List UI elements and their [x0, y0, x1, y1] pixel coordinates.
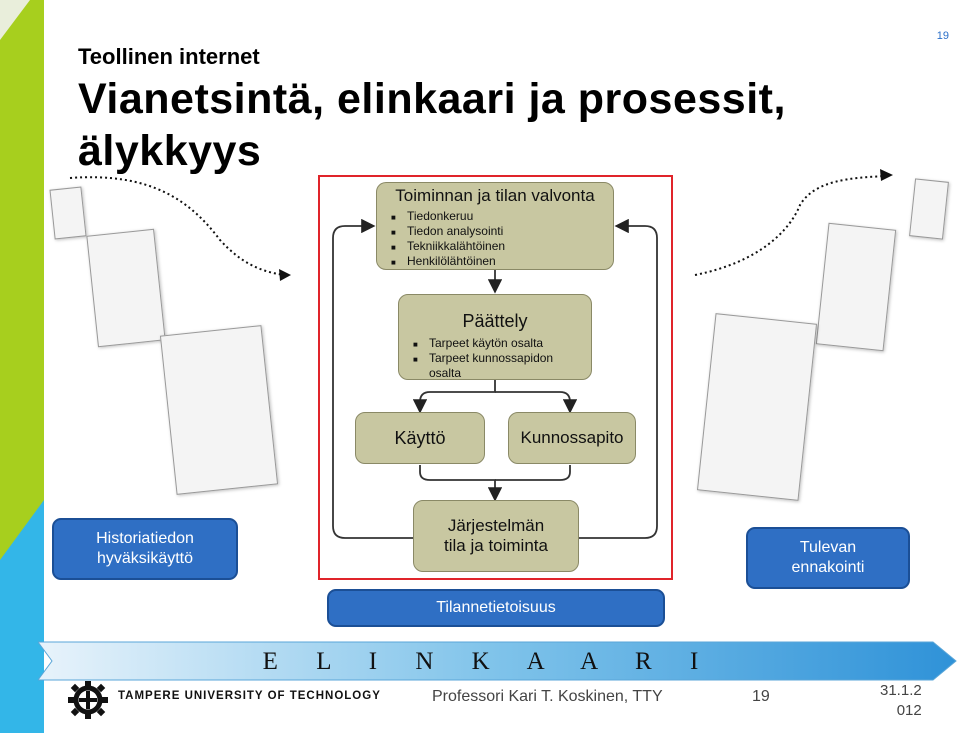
title-line-2: älykkyys — [78, 126, 262, 175]
system-state-box: Järjestelmän tila ja toiminta — [413, 500, 579, 572]
monitoring-title: Toiminnan ja tilan valvonta — [395, 186, 595, 205]
footer-date-line-1: 31.1.2 — [880, 682, 922, 699]
main-diagram-frame — [318, 175, 673, 580]
list-item: Tekniikkalähtöinen — [391, 239, 605, 255]
list-item: Tiedonkeruu — [391, 209, 605, 225]
monitoring-box: Toiminnan ja tilan valvonta Tiedonkeruu … — [376, 182, 614, 270]
maintenance-box: Kunnossapito — [508, 412, 636, 464]
situational-awareness-pill: Tilannetietoisuus — [327, 589, 665, 627]
future-line-1: Tulevan — [799, 539, 857, 556]
list-item: Tiedon analysointi — [391, 224, 605, 240]
university-logo-icon — [68, 681, 108, 719]
footer-date-line-2: 012 — [896, 702, 922, 719]
slide-subtitle: Teollinen internet — [78, 44, 260, 69]
list-item: Tarpeet kunnossapidon osalta — [413, 351, 583, 381]
future-pill: Tulevan ennakointi — [746, 527, 910, 589]
usage-box: Käyttö — [355, 412, 485, 464]
reasoning-box: Päättely Tarpeet käytön osalta Tarpeet k… — [398, 294, 592, 380]
title-line-1: Vianetsintä, elinkaari ja prosessit, — [78, 75, 786, 123]
history-line-2: hyväksikäyttö — [96, 550, 194, 567]
footer-page-number: 19 — [752, 688, 770, 705]
history-pill: Historiatiedon hyväksikäyttö — [52, 518, 238, 580]
situational-awareness-label: Tilannetietoisuus — [436, 599, 556, 616]
maintenance-label: Kunnossapito — [520, 428, 624, 447]
slide-title: Vianetsintä, elinkaari ja prosessit, äly… — [78, 74, 786, 177]
lifecycle-arrow — [38, 641, 957, 681]
system-state-line-1: Järjestelmän — [447, 516, 545, 535]
footer-date: 31.1.2 012 — [880, 681, 922, 721]
reasoning-title: Päättely — [462, 311, 528, 331]
left-color-bar — [0, 0, 44, 733]
list-item: Tarpeet käytön osalta — [413, 336, 583, 352]
list-item: Henkilölähtöinen — [391, 254, 605, 270]
system-state-line-2: tila ja toiminta — [444, 536, 548, 555]
university-name: TAMPERE UNIVERSITY OF TECHNOLOGY — [118, 690, 381, 702]
usage-label: Käyttö — [394, 427, 446, 448]
future-line-2: ennakointi — [791, 559, 865, 576]
footer-author: Professori Kari T. Koskinen, TTY — [432, 688, 663, 705]
history-line-1: Historiatiedon — [96, 530, 194, 547]
monitoring-list: Tiedonkeruu Tiedon analysointi Tekniikka… — [385, 209, 605, 270]
lifecycle-label: E L I N K A A R I — [262, 648, 715, 675]
page-number: 19 — [936, 30, 949, 42]
reasoning-list: Tarpeet käytön osalta Tarpeet kunnossapi… — [407, 336, 583, 381]
